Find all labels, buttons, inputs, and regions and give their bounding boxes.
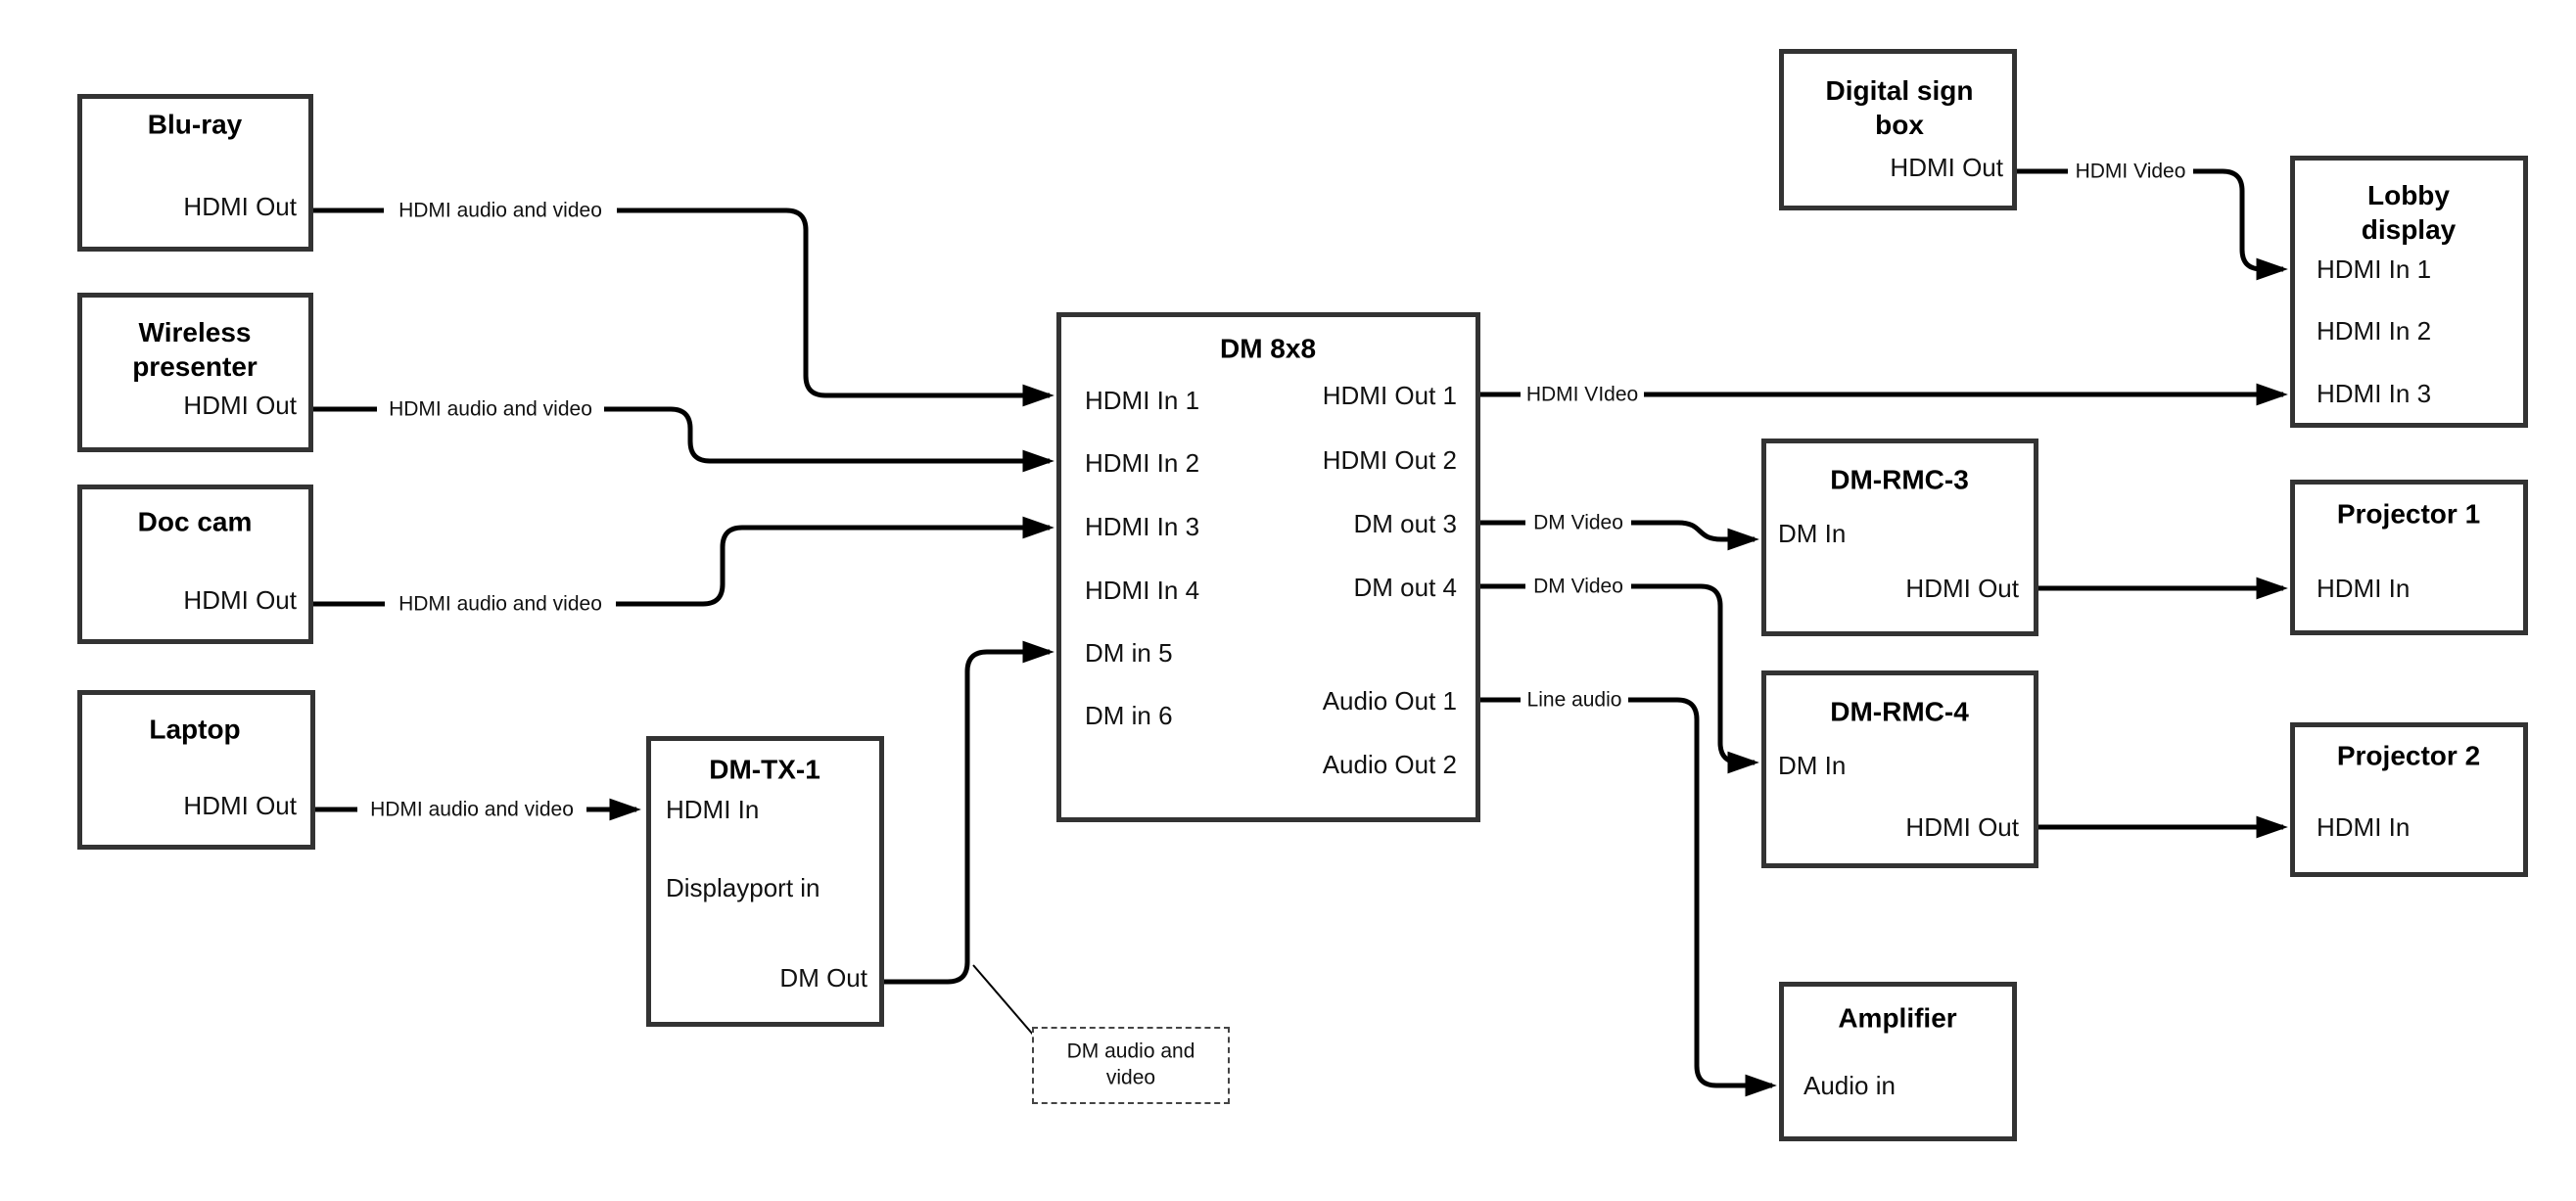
node-digital-sign-box	[1779, 49, 2017, 210]
port-lobby-hdmi-in-1: HDMI In 1	[2317, 254, 2432, 284]
connector-label-line-audio: Line audio	[1522, 689, 1626, 711]
port-dm8x8-hdmi-out-2: HDMI Out 2	[1322, 445, 1457, 475]
node-title-amplifier: Amplifier	[1838, 1002, 1957, 1034]
node-dm-8x8	[1056, 312, 1480, 822]
port-amplifier-audio-in: Audio in	[1803, 1071, 1896, 1100]
port-dmrmc3-dm-in: DM In	[1778, 519, 1847, 548]
port-dm8x8-dm-in-6: DM in 6	[1085, 701, 1173, 730]
connector-label-dm-video-out4: DM Video	[1529, 576, 1627, 597]
port-laptop-hdmi-out: HDMI Out	[183, 791, 297, 820]
port-lobby-hdmi-in-3: HDMI In 3	[2317, 379, 2432, 408]
port-dm8x8-dm-in-5: DM in 5	[1085, 638, 1173, 668]
connector-wireless-to-dm8x8	[604, 406, 1054, 473]
node-laptop	[77, 690, 315, 850]
port-dm8x8-audio-out-2: Audio Out 2	[1322, 750, 1457, 779]
connector-dm8x8-to-dmrmc3	[1631, 520, 1759, 551]
node-title-dmtx1: DM-TX-1	[709, 754, 820, 785]
node-title-dmrmc3: DM-RMC-3	[1830, 464, 1969, 495]
port-projector1-hdmi-in: HDMI In	[2317, 574, 2411, 603]
port-dmrmc3-hdmi-out: HDMI Out	[1905, 574, 2019, 603]
port-dmrmc4-dm-in: DM In	[1778, 751, 1847, 780]
port-dm8x8-hdmi-in-1: HDMI In 1	[1085, 386, 1200, 415]
connector-dm8x8-to-dmrmc4	[1631, 583, 1759, 774]
port-dm8x8-dm-out-4: DM out 4	[1353, 573, 1458, 602]
port-dm8x8-audio-out-1: Audio Out 1	[1322, 686, 1457, 716]
connector-digitalsign-to-lobby	[2193, 168, 2288, 281]
node-dm-rmc-4	[1761, 670, 2038, 868]
port-wireless-hdmi-out: HDMI Out	[183, 391, 297, 420]
node-title-digitalsign: Digital sign box	[1825, 75, 1974, 140]
port-dmtx1-displayport-in: Displayport in	[666, 873, 820, 902]
node-title-projector2: Projector 2	[2336, 740, 2481, 771]
connector-bluray-to-dm8x8	[617, 208, 1054, 407]
port-dmtx1-hdmi-in: HDMI In	[666, 795, 760, 824]
node-projector-2	[2290, 722, 2528, 877]
port-dm8x8-dm-out-3: DM out 3	[1353, 509, 1458, 538]
node-title-doccam: Doc cam	[137, 506, 253, 537]
node-dm-rmc-3	[1761, 439, 2038, 636]
connector-label-dm-video-out3: DM Video	[1529, 512, 1627, 533]
callout-box	[1032, 1027, 1230, 1104]
port-lobby-hdmi-in-2: HDMI In 2	[2317, 316, 2432, 346]
node-title-dmrmc4: DM-RMC-4	[1830, 696, 1969, 727]
port-dmrmc4-hdmi-out: HDMI Out	[1905, 812, 2019, 842]
node-title-bluray: Blu-ray	[147, 109, 243, 140]
node-doc-cam	[77, 485, 313, 644]
node-title-projector1: Projector 1	[2336, 498, 2481, 530]
node-lobby-display	[2290, 156, 2528, 428]
connector-dm8x8-to-amplifier	[1628, 697, 1777, 1097]
connector-label-laptop-hdmi-av: HDMI audio and video	[366, 799, 578, 820]
node-title-dm8x8: DM 8x8	[1219, 333, 1317, 364]
connector-dmtx1-to-dm8x8	[884, 640, 1054, 985]
node-dm-tx-1	[646, 736, 884, 1027]
connector-label-bluray-hdmi-av: HDMI audio and video	[395, 200, 606, 221]
port-bluray-hdmi-out: HDMI Out	[183, 192, 297, 221]
node-projector-1	[2290, 480, 2528, 635]
callout-leader-line	[972, 964, 1035, 1037]
port-dm8x8-hdmi-in-2: HDMI In 2	[1085, 448, 1200, 478]
connector-label-doccam-hdmi-av: HDMI audio and video	[395, 593, 606, 615]
node-title-laptop: Laptop	[149, 714, 241, 745]
port-dm8x8-hdmi-in-3: HDMI In 3	[1085, 512, 1200, 541]
port-projector2-hdmi-in: HDMI In	[2317, 812, 2411, 842]
connector-doccam-to-dm8x8	[616, 516, 1054, 607]
port-dm8x8-hdmi-out-1: HDMI Out 1	[1322, 381, 1457, 410]
node-amplifier	[1779, 982, 2017, 1141]
connector-label-wireless-hdmi-av: HDMI audio and video	[385, 398, 596, 420]
node-title-lobby: Lobby display	[2361, 180, 2457, 245]
port-doccam-hdmi-out: HDMI Out	[183, 585, 297, 615]
connector-label-hdmi-video-out1: HDMI VIdeo	[1522, 384, 1643, 405]
port-dm8x8-hdmi-in-4: HDMI In 4	[1085, 576, 1200, 605]
callout-text: DM audio and video	[1066, 1039, 1195, 1089]
node-title-wireless: Wireless presenter	[132, 317, 258, 382]
port-dmtx1-dm-out: DM Out	[779, 963, 867, 993]
connector-label-hdmi-video-sign: HDMI Video	[2071, 161, 2190, 182]
port-digitalsign-hdmi-out: HDMI Out	[1890, 153, 2003, 182]
node-bluray	[77, 94, 313, 252]
node-wireless-presenter	[77, 293, 313, 452]
